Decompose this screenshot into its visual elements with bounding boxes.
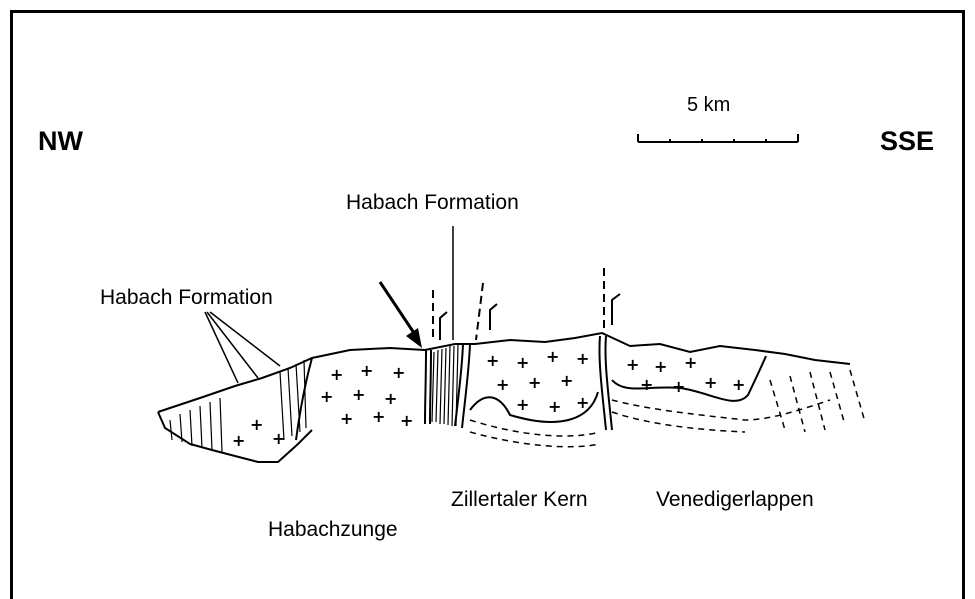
svg-text:+: + xyxy=(560,371,573,390)
svg-text:+: + xyxy=(340,409,353,428)
direction-label-sse: SSE xyxy=(880,126,934,157)
svg-text:+: + xyxy=(576,393,589,412)
svg-text:+: + xyxy=(516,353,529,372)
svg-text:+: + xyxy=(704,373,717,392)
svg-text:+: + xyxy=(384,389,397,408)
svg-text:+: + xyxy=(548,397,561,416)
scale-bar xyxy=(638,134,798,142)
svg-text:+: + xyxy=(576,349,589,368)
svg-text:+: + xyxy=(516,395,529,414)
fault-arrow xyxy=(380,282,422,348)
svg-text:+: + xyxy=(626,355,639,374)
svg-text:+: + xyxy=(372,407,385,426)
scale-bar-label: 5 km xyxy=(687,94,730,117)
svg-text:+: + xyxy=(360,361,373,380)
habach-formation-hatching xyxy=(170,345,458,452)
svg-text:+: + xyxy=(250,415,263,434)
habach-formation-label-left: Habach Formation xyxy=(100,286,273,310)
svg-text:+: + xyxy=(546,347,559,366)
svg-text:+: + xyxy=(232,431,245,450)
svg-text:+: + xyxy=(320,387,333,406)
svg-text:+: + xyxy=(330,365,343,384)
svg-text:+: + xyxy=(400,411,413,430)
habachzunge-label: Habachzunge xyxy=(268,518,398,542)
svg-text:+: + xyxy=(496,375,509,394)
svg-text:+: + xyxy=(528,373,541,392)
habach-formation-leader-lines xyxy=(205,312,280,383)
zillertaler-kern-label: Zillertaler Kern xyxy=(451,488,588,512)
svg-text:+: + xyxy=(684,353,697,372)
svg-text:+: + xyxy=(486,351,499,370)
svg-text:+: + xyxy=(640,375,653,394)
svg-text:+: + xyxy=(392,363,405,382)
direction-label-nw: NW xyxy=(38,126,83,157)
svg-text:+: + xyxy=(732,375,745,394)
fault-symbols xyxy=(433,268,620,340)
svg-text:+: + xyxy=(352,385,365,404)
habach-formation-label-top: Habach Formation xyxy=(346,191,519,215)
granite-texture: +++ +++ +++ ++++ +++ +++ +++ ++++ +++ xyxy=(232,347,745,450)
svg-text:+: + xyxy=(672,377,685,396)
svg-text:+: + xyxy=(654,357,667,376)
venedigerlappen-label: Venedigerlappen xyxy=(656,488,814,512)
